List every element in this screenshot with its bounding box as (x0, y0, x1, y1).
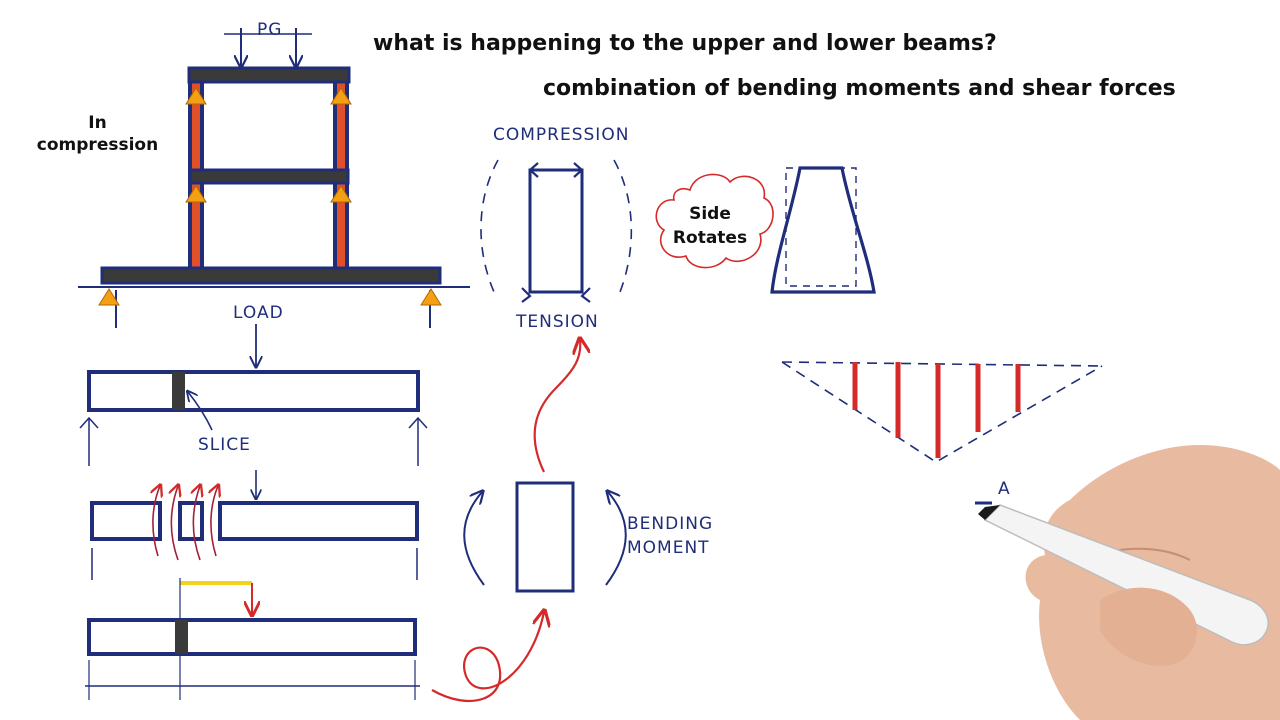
cloud-line2: Rotates (673, 228, 747, 248)
moment-triangle-edges (782, 362, 1102, 462)
upper-beam (189, 68, 349, 82)
tension-arrowheads (522, 288, 590, 302)
moment-arrow-right (606, 492, 626, 585)
red-swirl-arrow (432, 612, 544, 701)
slice-label: SLICE (198, 435, 251, 455)
middle-beam (190, 170, 348, 183)
stress-arrow-4 (211, 486, 218, 556)
beam-two-slice-part (180, 503, 202, 539)
frame-load-label: PG (257, 20, 282, 40)
beam-two-right-part (220, 503, 417, 539)
hand-with-marker (978, 445, 1280, 720)
moment-baseline (782, 362, 1102, 366)
beam-two-left-part (92, 503, 160, 539)
element-compression-tension: COMPRESSION TENSION (481, 125, 631, 332)
compression-label: COMPRESSION (493, 125, 629, 145)
deformed-element (772, 168, 874, 292)
side-rotates-cloud: Side Rotates (656, 174, 773, 267)
beam-three (89, 620, 415, 654)
rotation-dash-left (481, 160, 498, 292)
moment-label-line2: MOMENT (627, 538, 710, 558)
stress-arrow-3 (193, 486, 200, 560)
portal-frame: PG (78, 20, 470, 328)
rotation-dash-right (614, 160, 631, 292)
support-base-right (421, 289, 441, 305)
beam-load-label: LOAD (233, 303, 284, 323)
red-curved-arrow (535, 340, 581, 472)
lower-beam (102, 268, 440, 283)
element-block (530, 170, 582, 292)
point-a-label: A (998, 479, 1011, 499)
beam-one-slice (172, 372, 185, 410)
moment-arrow-left (464, 492, 484, 585)
stress-arrow-2 (171, 486, 178, 560)
tension-label: TENSION (515, 312, 599, 332)
beam-one (89, 372, 418, 410)
cloud-line1: Side (689, 204, 731, 224)
bending-moment-element: BENDING MOMENT (464, 483, 713, 591)
moment-block (517, 483, 573, 591)
deformed-shape (772, 168, 874, 292)
moment-label-line1: BENDING (627, 514, 713, 534)
moment-diagram: A (782, 362, 1102, 503)
beam-three-slice (175, 620, 188, 654)
beam-slice-diagram: LOAD SLICE (80, 303, 427, 700)
